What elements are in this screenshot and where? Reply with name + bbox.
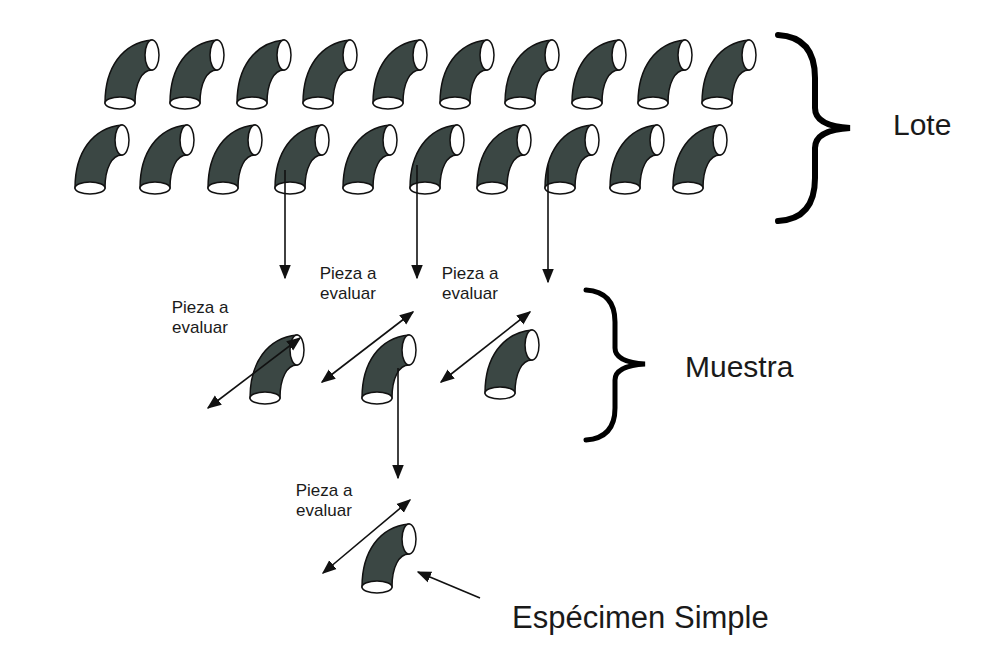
pipe-elbows [75, 40, 756, 593]
pipe-elbow [140, 125, 194, 194]
pipe-elbow [208, 125, 262, 194]
pipe-elbow [477, 125, 531, 194]
pipe-elbow [440, 40, 494, 109]
braces [586, 35, 850, 440]
piece-label: Pieza a evaluar [158, 298, 242, 337]
pipe-elbow [303, 40, 357, 109]
pipe-elbow [638, 40, 692, 109]
pipe-elbow [105, 40, 159, 109]
arrows [208, 165, 548, 598]
piece-label: Pieza a evaluar [428, 264, 512, 303]
pipe-elbow [545, 125, 599, 194]
pipe-elbow [275, 125, 329, 194]
pipe-elbow [702, 40, 756, 109]
pipe-elbow [572, 40, 626, 109]
specimen-label: Espécimen Simple [512, 600, 812, 636]
piece-label: Pieza a evaluar [282, 481, 366, 520]
pipe-elbow [505, 40, 559, 109]
group-label: Lote [893, 108, 983, 143]
pipe-elbow [237, 40, 291, 109]
pipe-elbow [343, 125, 397, 194]
pipe-elbow [610, 125, 664, 194]
pipe-elbow [373, 40, 427, 109]
group-label: Muestra [685, 350, 835, 385]
pipe-elbow [170, 40, 224, 109]
pipe-elbow [410, 125, 464, 194]
pipe-elbow [673, 125, 727, 194]
piece-label: Pieza a evaluar [306, 264, 390, 303]
pipe-elbow [75, 125, 129, 194]
